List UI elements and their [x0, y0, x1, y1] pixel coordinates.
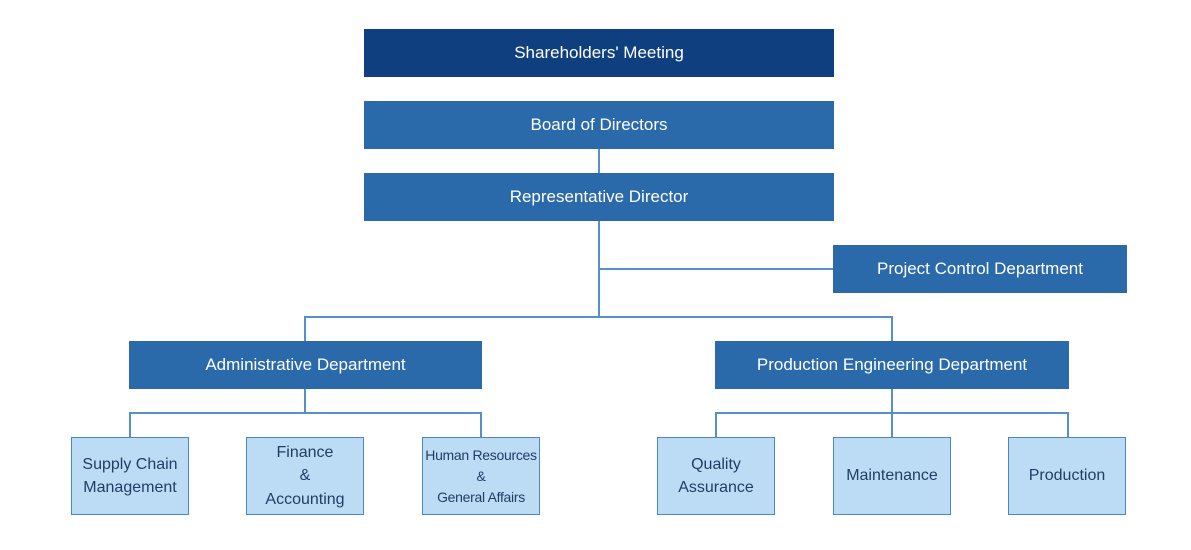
connector-prod-drop [891, 316, 893, 342]
unit-label-line: Supply Chain [82, 455, 178, 473]
connector-project-control [598, 268, 834, 270]
administrative-department-box: Administrative Department [129, 341, 482, 389]
unit-label-line: Management [83, 479, 177, 496]
quality-assurance-box: Quality Assurance [657, 437, 775, 515]
production-engineering-department-box: Production Engineering Department [715, 341, 1069, 389]
connector-admin-unit-1 [129, 412, 131, 438]
representative-director-label: Representative Director [509, 187, 689, 206]
connector-board-representative [598, 149, 600, 173]
human-resources-general-affairs-box: Human Resources & General Affairs [422, 437, 540, 515]
unit-label-line: Accounting [265, 490, 345, 508]
administrative-department-label: Administrative Department [205, 355, 406, 374]
finance-accounting-box: Finance & Accounting [246, 437, 364, 515]
unit-label-line: Assurance [678, 479, 754, 496]
production-engineering-department-label: Production Engineering Department [756, 355, 1028, 374]
unit-label-line: & [299, 467, 311, 485]
shareholders-meeting-label: Shareholders' Meeting [514, 43, 684, 62]
connector-prod-unit-bar [715, 412, 1069, 414]
connector-admin-unit-bar [129, 412, 482, 414]
unit-label-line: Production [1028, 467, 1106, 485]
unit-label-line: Finance [276, 444, 334, 462]
representative-director-box: Representative Director [364, 173, 834, 221]
production-box: Production [1008, 437, 1126, 515]
connector-admin-drop [304, 316, 306, 342]
project-control-department-label: Project Control Department [877, 259, 1083, 278]
project-control-department-box: Project Control Department [833, 245, 1127, 293]
supply-chain-management-box: Supply Chain Management [71, 437, 189, 515]
connector-prod-unit-3 [1067, 412, 1069, 438]
unit-label-line: General Affairs [437, 488, 525, 505]
board-of-directors-label: Board of Directors [530, 115, 668, 134]
unit-label-line: Maintenance [846, 467, 938, 485]
board-of-directors-box: Board of Directors [364, 101, 834, 149]
unit-label-line: Human Resources [425, 446, 537, 463]
connector-prod-unit-1 [715, 412, 717, 438]
connector-admin-unit-3 [480, 412, 482, 438]
maintenance-box: Maintenance [833, 437, 951, 515]
connector-admin-stem [304, 389, 306, 413]
unit-label-line: & [476, 467, 486, 484]
unit-label-line: Quality [691, 455, 741, 473]
shareholders-meeting-box: Shareholders' Meeting [364, 29, 834, 77]
connector-department-bar [304, 316, 893, 318]
